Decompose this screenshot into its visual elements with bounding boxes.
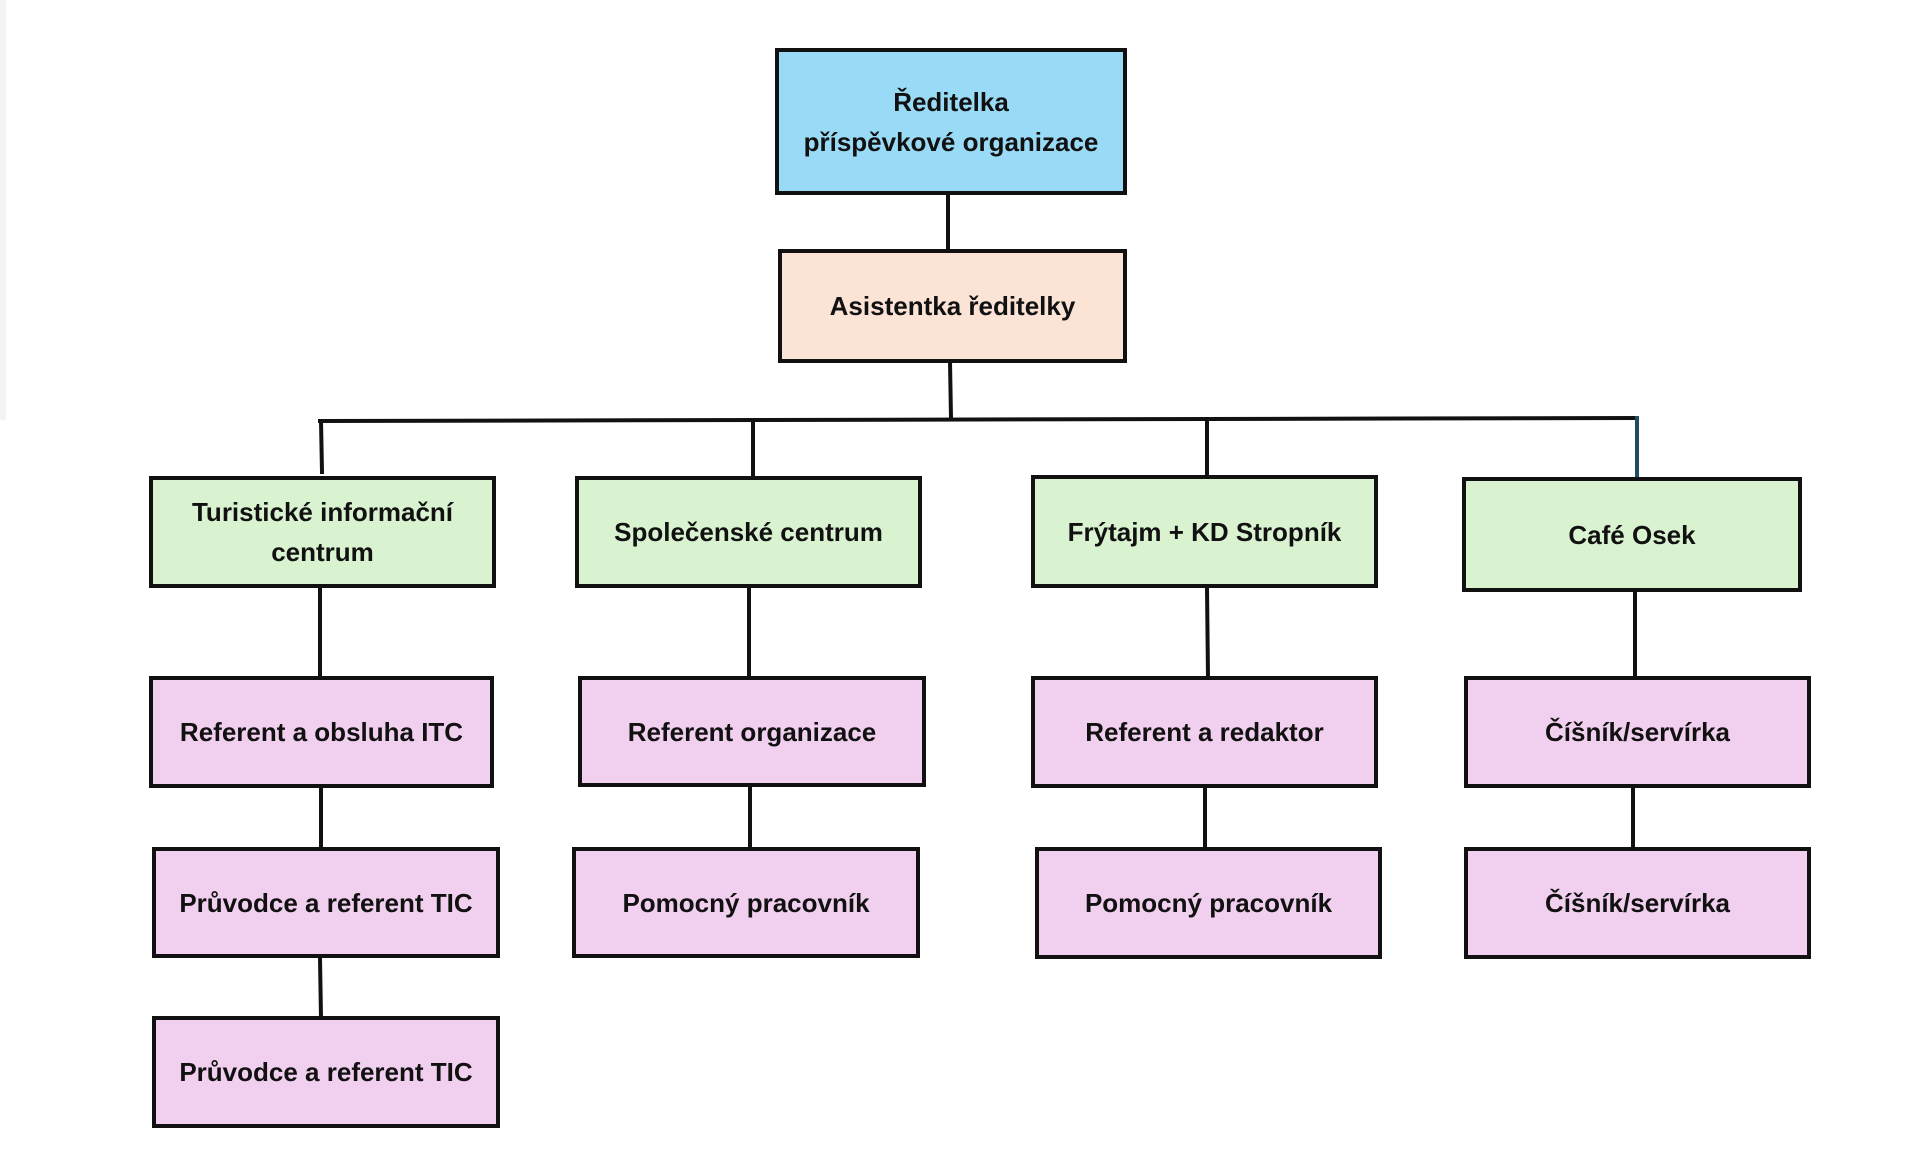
department-title-line-2: centrum — [271, 537, 374, 567]
director-box: Ředitelka příspěvkové organizace — [775, 48, 1127, 195]
director-title-line-1: Ředitelka — [893, 86, 1009, 117]
staff-box: Referent organizace — [578, 676, 926, 787]
director-title-line-2: příspěvkové organizace — [803, 126, 1099, 157]
staff-box: Referent a obsluha ITC — [149, 676, 494, 788]
staff-title: Referent organizace — [627, 716, 877, 747]
connector-bus-dept-1 — [318, 418, 325, 475]
department-box-spolecenske: Společenské centrum — [575, 476, 922, 588]
staff-box: Číšník/servírka — [1464, 847, 1811, 959]
assistant-box: Asistentka ředitelky — [778, 249, 1127, 363]
department-title: Společenské centrum — [614, 517, 883, 547]
department-title: Frýtajm + KD Stropník — [1067, 516, 1342, 547]
staff-title: Průvodce a referent TIC — [179, 887, 473, 918]
department-box-cafe: Café Osek — [1462, 477, 1802, 592]
department-title-line-1: Turistické informační — [191, 497, 454, 527]
connector-dept-3-staff-1 — [1204, 585, 1211, 681]
staff-box: Číšník/servírka — [1464, 676, 1811, 788]
staff-box: Referent a redaktor — [1031, 676, 1378, 788]
staff-title: Číšník/servírka — [1544, 717, 1730, 747]
connector-bus — [317, 415, 1640, 424]
staff-title: Pomocný pracovník — [1084, 888, 1333, 918]
staff-title: Referent a obsluha ITC — [179, 717, 464, 747]
connector-staff-1-2-to-1-3 — [317, 955, 324, 1021]
staff-box: Pomocný pracovník — [572, 847, 920, 958]
left-edge-strip — [0, 0, 6, 420]
staff-title: Referent a redaktor — [1085, 717, 1324, 747]
department-box-frytajm: Frýtajm + KD Stropník — [1031, 475, 1378, 588]
department-title: Café Osek — [1568, 519, 1696, 550]
staff-title: Číšník/servírka — [1544, 888, 1730, 918]
staff-box: Pomocný pracovník — [1035, 847, 1382, 959]
staff-title: Průvodce a referent TIC — [179, 1057, 473, 1087]
assistant-title: Asistentka ředitelky — [829, 291, 1076, 321]
department-box-tic: Turistické informační centrum — [149, 476, 496, 588]
staff-box: Průvodce a referent TIC — [152, 847, 500, 958]
connector-assistant-bus — [947, 359, 954, 421]
staff-title: Pomocný pracovník — [622, 887, 870, 918]
staff-box: Průvodce a referent TIC — [152, 1016, 500, 1128]
